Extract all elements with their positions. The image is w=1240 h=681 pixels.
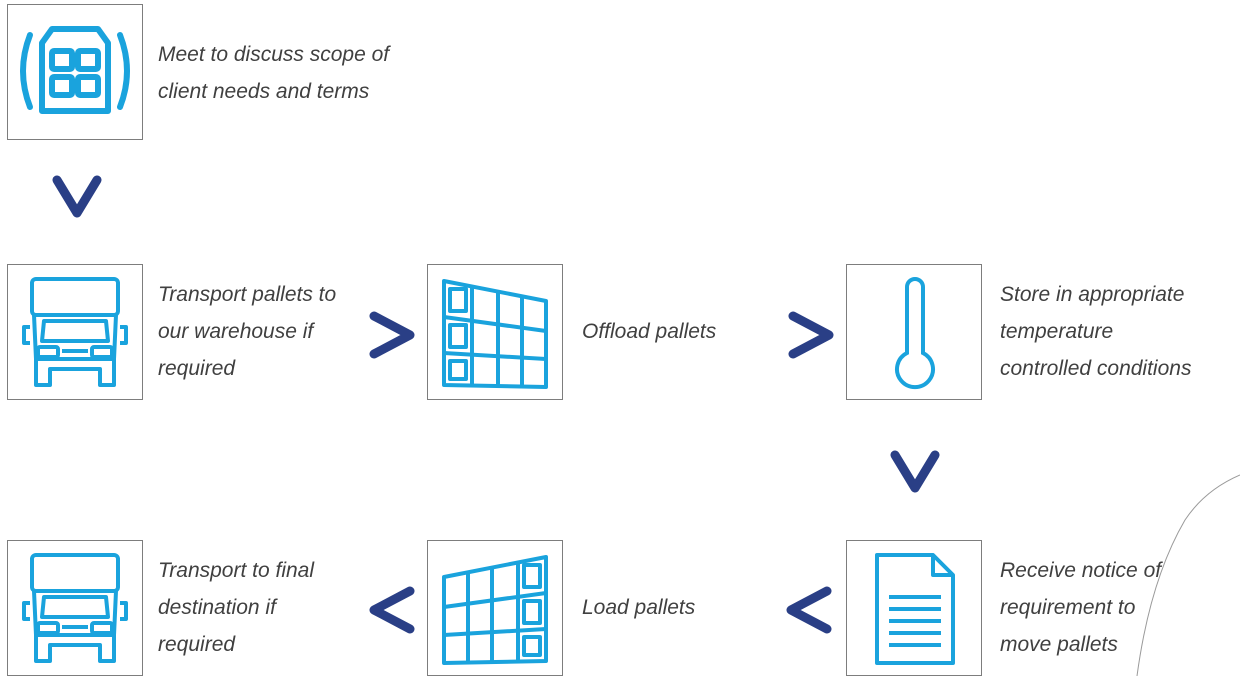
truck-icon bbox=[22, 277, 128, 387]
step-transport-out-line-1: Transport to final bbox=[158, 559, 315, 582]
step-notice-box bbox=[846, 540, 982, 676]
step-transport-in-label: Transport pallets to our warehouse if re… bbox=[158, 276, 336, 387]
step-notice-line-1: Receive notice of bbox=[1000, 559, 1162, 582]
step-transport-out-box bbox=[7, 540, 143, 676]
truck-icon bbox=[22, 553, 128, 663]
step-offload-line-1: Offload pallets bbox=[582, 320, 717, 343]
step-transport-out-line-3: required bbox=[158, 633, 236, 656]
step-load-label: Load pallets bbox=[582, 589, 695, 626]
document-icon bbox=[875, 553, 955, 665]
step-meet-label: Meet to discuss scope of client needs an… bbox=[158, 36, 389, 110]
step-transport-out-label: Transport to final destination if requir… bbox=[158, 552, 314, 663]
step-transport-in-box bbox=[7, 264, 143, 400]
step-store-line-1: Store in appropriate bbox=[1000, 283, 1185, 306]
step-meet-line-1: Meet to discuss scope of bbox=[158, 43, 390, 66]
thermometer-icon bbox=[895, 277, 935, 390]
arrow-right-1 bbox=[368, 310, 418, 360]
step-offload-label: Offload pallets bbox=[582, 313, 716, 350]
arrow-down-1 bbox=[52, 175, 102, 220]
step-offload-box bbox=[427, 264, 563, 400]
step-transport-in-line-1: Transport pallets to bbox=[158, 283, 337, 306]
step-load-line-1: Load pallets bbox=[582, 596, 696, 619]
decorative-line bbox=[1095, 470, 1240, 681]
pallet-stack-icon bbox=[442, 555, 548, 665]
step-transport-in-line-2: our warehouse if bbox=[158, 320, 314, 343]
step-store-line-3: controlled conditions bbox=[1000, 357, 1192, 380]
pallet-stack-icon bbox=[442, 279, 548, 389]
arrow-right-2 bbox=[787, 310, 837, 360]
step-meet-box bbox=[7, 4, 143, 140]
step-store-line-2: temperature bbox=[1000, 320, 1114, 343]
arrow-left-2 bbox=[366, 585, 416, 635]
arrow-left-1 bbox=[783, 585, 833, 635]
step-transport-in-line-3: required bbox=[158, 357, 236, 380]
step-load-box bbox=[427, 540, 563, 676]
step-transport-out-line-2: destination if bbox=[158, 596, 276, 619]
step-meet-line-2: client needs and terms bbox=[158, 80, 370, 103]
building-icon bbox=[20, 26, 130, 114]
step-notice-line-3: move pallets bbox=[1000, 633, 1118, 656]
step-notice-label: Receive notice of requirement to move pa… bbox=[1000, 552, 1161, 663]
step-store-box bbox=[846, 264, 982, 400]
step-store-label: Store in appropriate temperature control… bbox=[1000, 276, 1191, 387]
step-notice-line-2: requirement to bbox=[1000, 596, 1136, 619]
arrow-down-2 bbox=[890, 450, 940, 495]
